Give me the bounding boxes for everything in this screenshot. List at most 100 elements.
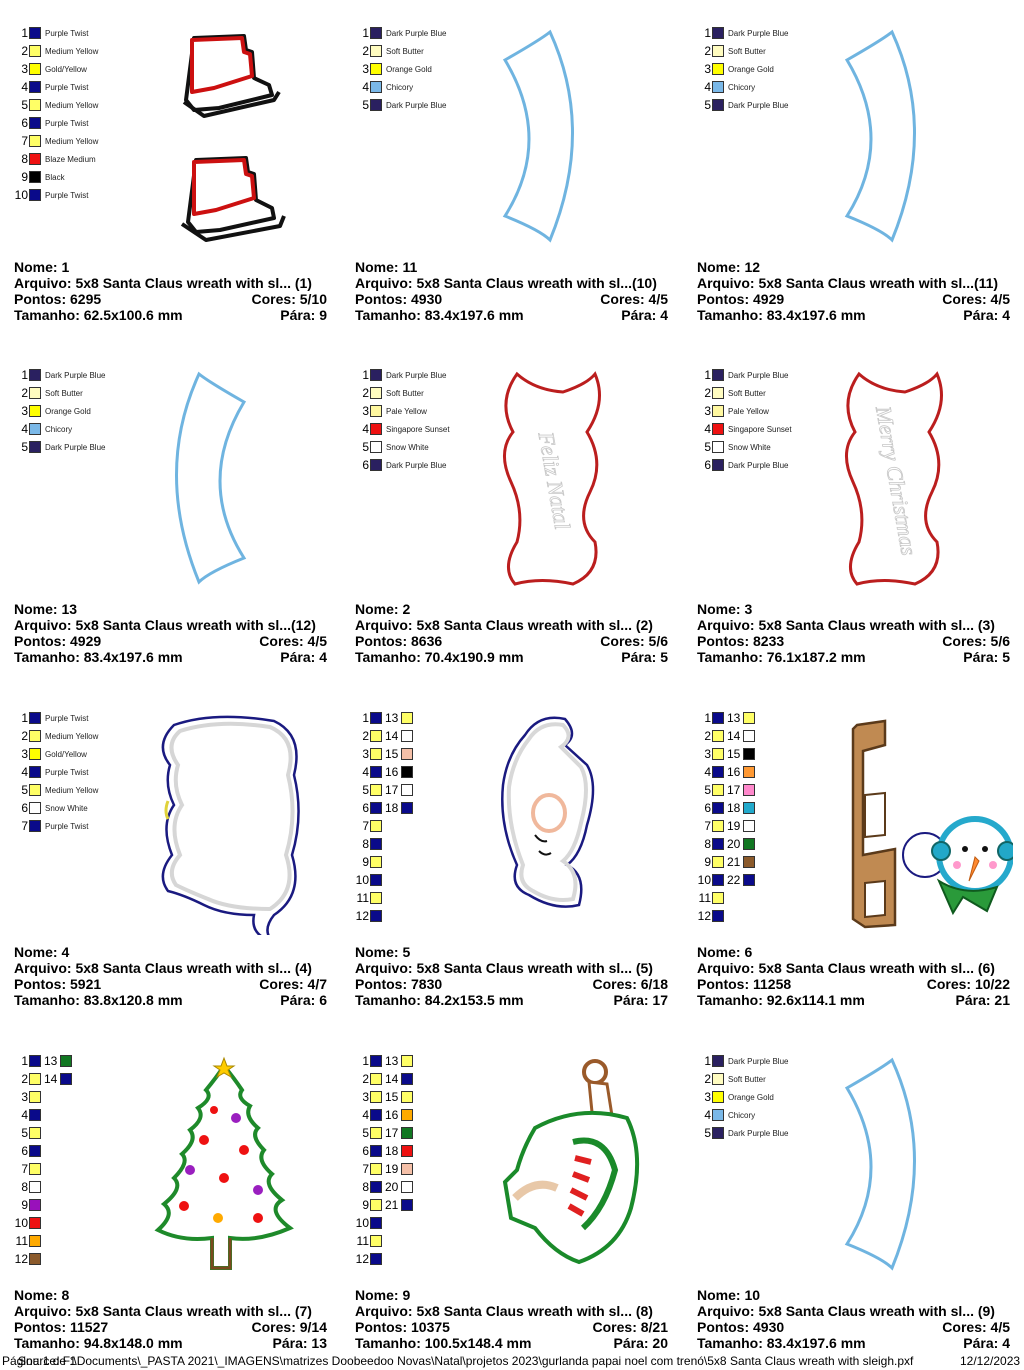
color-swatch-row: 3 Pale Yellow: [695, 402, 792, 420]
stop-count: 4: [319, 649, 327, 665]
color-number: 11: [698, 891, 711, 905]
color-swatch-row: 6 Purple Twist: [12, 114, 98, 132]
color-count: 10/22: [974, 976, 1010, 992]
color-number: 8: [21, 152, 28, 166]
color-number: 16: [385, 765, 399, 779]
color-swatch-row: 8: [12, 1178, 72, 1196]
color-swatch-row: 2 Soft Butter: [695, 42, 788, 60]
design-name: 3: [744, 601, 753, 617]
color-name: Medium Yellow: [45, 731, 99, 741]
color-swatch: [370, 1091, 382, 1103]
color-swatch-row: 2 Medium Yellow: [12, 727, 98, 745]
color-number: 4: [362, 765, 369, 779]
color-swatch: [712, 1091, 724, 1103]
thread-color-list: 1 Dark Purple Blue 2 Soft Butter 3 Orang…: [353, 24, 446, 114]
color-swatch: [370, 387, 382, 399]
color-swatch-row: 10: [353, 1214, 413, 1232]
color-number: 12: [697, 909, 711, 923]
thread-color-list: 1 13 2 14 3 15 4 16 5 17 6 18 7 19 8 20 …: [353, 1052, 413, 1268]
color-swatch-row: 2 Soft Butter: [353, 42, 446, 60]
color-number: 9: [704, 855, 711, 869]
design-cell: 1 Dark Purple Blue 2 Soft Butter 3 Orang…: [0, 342, 341, 684]
color-number: 6: [21, 1144, 28, 1158]
embroidery-design-image: [161, 715, 300, 935]
color-number: 1: [362, 368, 369, 382]
color-name: Dark Purple Blue: [728, 1056, 789, 1066]
design-file: 5x8 Santa Claus wreath with sl... (5): [416, 960, 653, 976]
color-name: Snow White: [728, 442, 771, 452]
color-swatch-row: 10 Purple Twist: [12, 186, 98, 204]
color-swatch-row: 6 18: [353, 799, 413, 817]
color-name: Dark Purple Blue: [386, 370, 447, 380]
color-swatch-row: 1 Dark Purple Blue: [12, 366, 105, 384]
thread-color-list: 1 13 2 14 3 15 4 16 5 17 6 18 7 8 9 10: [353, 709, 413, 925]
color-name: Dark Purple Blue: [728, 460, 789, 470]
stitch-count: 4930: [753, 1319, 785, 1335]
color-number: 1: [21, 711, 28, 725]
color-swatch-row: 1 13: [353, 709, 413, 727]
color-name: Gold/Yellow: [45, 64, 87, 74]
color-name: Dark Purple Blue: [386, 100, 447, 110]
color-number: 2: [21, 729, 28, 743]
color-swatch-row: 2 Soft Butter: [353, 384, 450, 402]
embroidery-design-image: [501, 716, 595, 908]
color-number: 5: [704, 783, 711, 797]
color-swatch-row: 7 Purple Twist: [12, 817, 98, 835]
thread-color-list: 1 13 2 14 3 15 4 16 5 17 6 18 7 19 8 20 …: [695, 709, 755, 925]
color-count: 8/21: [640, 1319, 668, 1335]
color-swatch-row: 2 Medium Yellow: [12, 42, 98, 60]
color-number: 13: [44, 1054, 58, 1068]
color-name: Chicory: [728, 1110, 756, 1120]
color-number: 5: [362, 440, 369, 454]
stop-count: 4: [1002, 307, 1010, 323]
color-number: 4: [362, 1108, 369, 1122]
design-size: 83.4x197.6 mm: [83, 649, 183, 665]
color-name: Dark Purple Blue: [728, 100, 789, 110]
color-name: Black: [45, 172, 65, 182]
color-swatch-row: 12: [353, 907, 413, 925]
embroidery-design-image: [844, 1057, 916, 1271]
color-swatch-row: 2 14: [353, 1070, 413, 1088]
color-number: 9: [21, 1198, 28, 1212]
color-swatch-row: 2 14: [12, 1070, 72, 1088]
color-number: 21: [727, 855, 741, 869]
embroidery-design-image: Merry Christmas: [845, 371, 943, 586]
color-swatch: [370, 712, 382, 724]
color-swatch: [743, 838, 755, 850]
design-size: 92.6x114.1 mm: [766, 992, 865, 1008]
stop-count: 21: [994, 992, 1010, 1008]
design-file: 5x8 Santa Claus wreath with sl...(12): [75, 617, 316, 633]
color-number: 4: [21, 765, 28, 779]
color-number: 7: [362, 1162, 369, 1176]
design-cell: 1 Dark Purple Blue 2 Soft Butter 3 Orang…: [683, 0, 1024, 342]
color-swatch: [370, 1235, 382, 1247]
color-swatch: [29, 423, 41, 435]
embroidery-design-image: [180, 34, 286, 242]
design-size: 76.1x187.2 mm: [766, 649, 866, 665]
color-swatch: [370, 856, 382, 868]
color-number: 3: [21, 62, 28, 76]
color-number: 1: [704, 26, 711, 40]
color-swatch: [712, 387, 724, 399]
color-number: 18: [727, 801, 741, 815]
color-swatch: [370, 1181, 382, 1193]
color-swatch: [29, 1127, 41, 1139]
color-swatch: [29, 1055, 41, 1067]
color-number: 1: [21, 1054, 28, 1068]
color-number: 12: [355, 1252, 369, 1266]
design-size: 83.4x197.6 mm: [766, 307, 866, 323]
color-number: 5: [21, 98, 28, 112]
color-swatch-row: 7: [12, 1160, 72, 1178]
color-name: Purple Twist: [45, 190, 89, 200]
color-swatch: [370, 766, 382, 778]
stop-count: 9: [319, 307, 327, 323]
color-name: Pale Yellow: [386, 406, 427, 416]
color-swatch-row: 8: [353, 835, 413, 853]
color-swatch-row: 3 15: [353, 1088, 413, 1106]
stop-count: 5: [660, 649, 668, 665]
embroidery-design-image: [502, 1059, 640, 1265]
color-swatch: [370, 81, 382, 93]
color-swatch-row: 1 Purple Twist: [12, 709, 98, 727]
color-swatch: [401, 748, 413, 760]
color-swatch: [401, 1127, 413, 1139]
